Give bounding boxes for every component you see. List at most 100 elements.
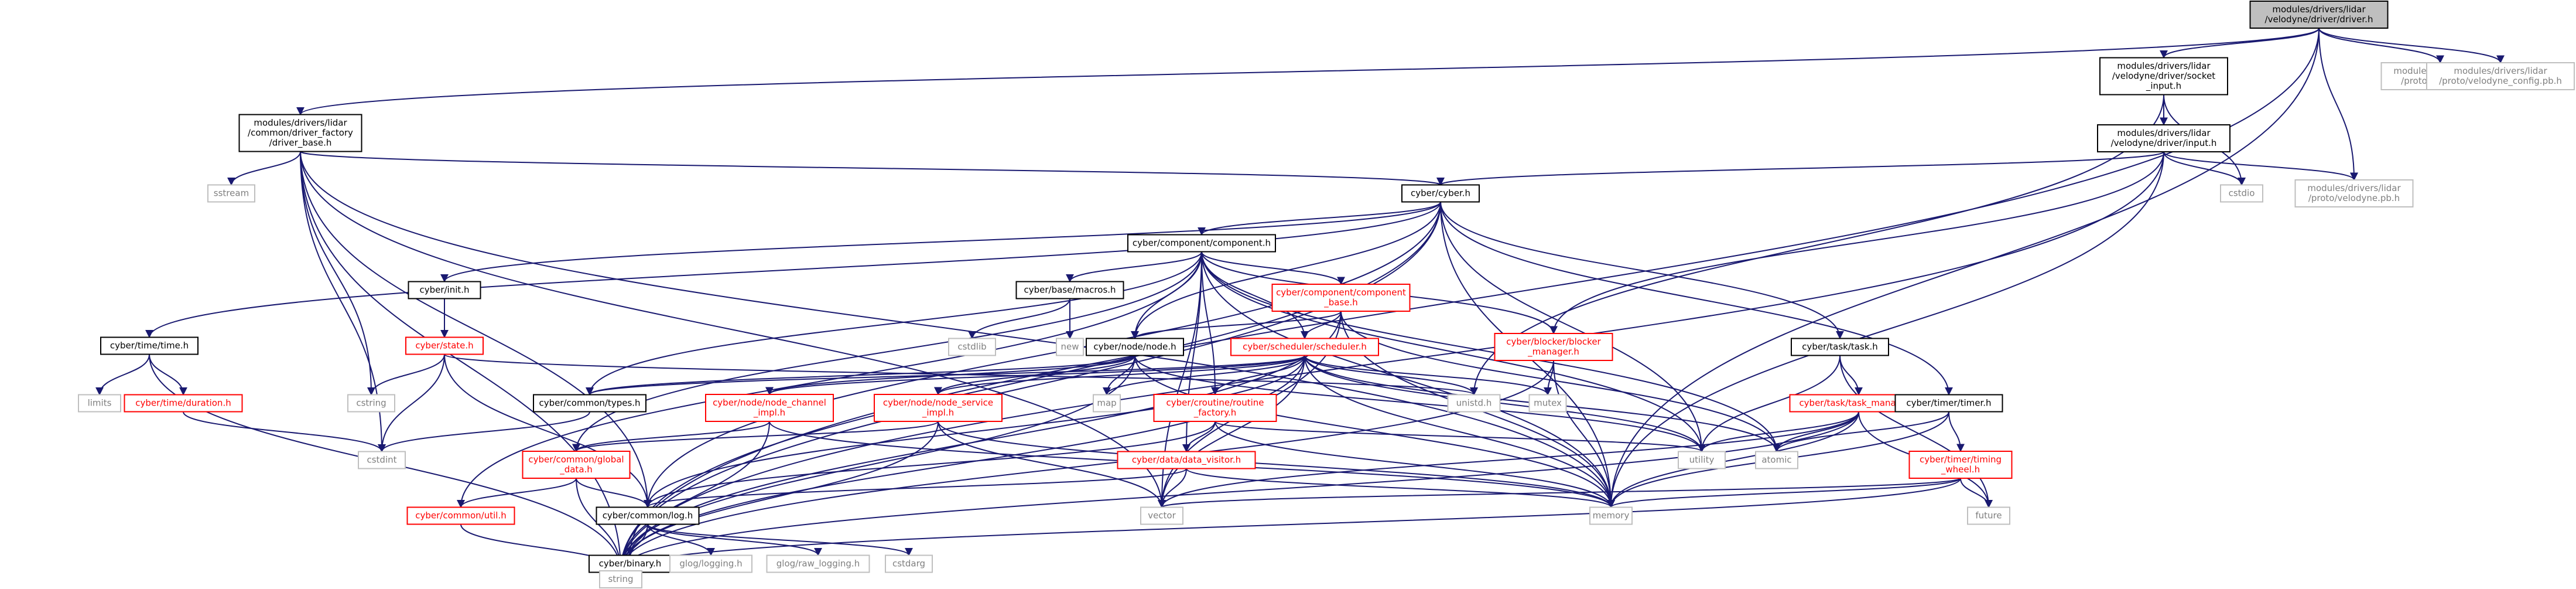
edge-root-to-driverbase [296,28,2320,115]
edge-routine-to-memory [1215,421,1615,508]
node-label-line: cyber/scheduler/scheduler.h [1243,342,1367,352]
node-nodeservice[interactable]: cyber/node/node_service_impl.h [874,394,1003,422]
node-binary[interactable]: cyber/binary.h [589,554,672,573]
edge-component-to-utility [1201,251,1706,452]
node-label: cyber/task/task.h [1802,342,1878,352]
node-root[interactable]: modules/drivers/lidar/velodyne/driver/dr… [2249,1,2389,29]
node-box [1093,394,1121,413]
node-box [78,394,121,413]
node-sstream: sstream [207,184,255,203]
node-utility: utility [1678,451,1726,469]
node-compbase[interactable]: cyber/component/component_base.h [1271,284,1411,312]
node-visitor[interactable]: cyber/data/data_visitor.h [1117,451,1256,469]
node-label-line: cyber/state.h [415,341,473,351]
node-timeh[interactable]: cyber/time/time.h [100,336,199,355]
node-cstdio: cstdio [2220,184,2263,203]
node-box [358,451,406,469]
node-nodechannel[interactable]: cyber/node/node_channel_impl.h [705,394,834,422]
edge-global-to-util [457,478,577,508]
node-nodeh[interactable]: cyber/node/node.h [1086,338,1184,356]
node-box [1230,338,1379,356]
node-label: future [1975,510,2002,521]
node-label: cstring [356,398,386,408]
node-label: modules/drivers/lidar/velodyne/driver/dr… [2265,4,2373,25]
node-label: modules/drivers/lidar/proto/velodyne.pb.… [2307,183,2401,203]
node-input[interactable]: modules/drivers/lidar/velodyne/driver/in… [2097,124,2231,152]
node-box [599,570,642,588]
edge-cyber-to-init [440,202,1441,282]
node-socket[interactable]: modules/drivers/lidar/velodyne/driver/so… [2099,57,2228,96]
node-label: cyber/binary.h [599,559,662,569]
node-macros[interactable]: cyber/base/macros.h [1015,281,1124,299]
node-global[interactable]: cyber/common/global_data.h [522,451,631,479]
node-label-line: cyber/croutine/routine [1166,397,1264,408]
node-box [1127,234,1276,253]
node-label-line: cyber/node/node_service [883,397,993,408]
node-label: cstdlib [957,342,986,352]
edge-component-to-global [572,251,1202,452]
node-label-line: modules/drivers/lidar [2272,4,2366,15]
edge-root-to-configpb [2318,28,2444,64]
node-log[interactable]: cyber/common/log.h [596,506,700,525]
edge-cyber-to-timer [1440,202,1953,396]
edge-log-to-rawlog [647,524,822,556]
node-timer[interactable]: cyber/timer/timer.h [1894,394,2003,413]
edge-input-to-velpb [2163,151,2358,181]
edge-timer-to-atomic [1773,411,1949,452]
edge-timer-to-timing [1948,411,1965,452]
edge-taskmgr-to-memory [1607,411,1859,508]
edge-routine-to-log [644,421,1216,508]
node-label: limits [88,398,112,408]
node-routine[interactable]: cyber/croutine/routine_factory.h [1153,394,1277,422]
node-cyber[interactable]: cyber/cyber.h [1401,184,1480,203]
node-component[interactable]: cyber/component/component.h [1127,234,1276,253]
node-label: cyber/common/log.h [603,510,693,521]
node-box [1894,394,2003,413]
node-label-line: _impl.h [753,407,785,418]
edge-scheduler-to-types [586,355,1305,396]
node-duration[interactable]: cyber/time/duration.h [124,394,243,413]
node-label: cyber/data/data_visitor.h [1132,455,1241,466]
node-util[interactable]: cyber/common/util.h [406,506,515,525]
edge-scheduler-to-mutex [1304,355,1552,396]
node-label-line: utility [1689,455,1715,465]
node-box [669,554,752,573]
edge-cyber-to-component [1198,202,1441,236]
edge-component-to-routine [1201,251,1219,396]
node-label-line: cstdio [2229,188,2255,199]
node-limits: limits [78,394,121,413]
node-types[interactable]: cyber/common/types.h [533,394,646,413]
node-driverbase[interactable]: modules/drivers/lidar/common/driver_fact… [238,114,362,152]
node-label-line: _base.h [1323,297,1358,308]
node-state[interactable]: cyber/state.h [405,336,484,355]
edge-scheduler-to-memory [1304,355,1615,508]
edge-taskmgr-to-string [617,411,1859,572]
node-label-line: cyber/task/task.h [1802,342,1878,352]
node-task[interactable]: cyber/task/task.h [1791,338,1889,356]
node-glog: glog/logging.h [669,554,752,573]
node-timing[interactable]: cyber/timer/timing_wheel.h [1908,451,2013,479]
edge-task-to-taskmgr [1839,355,1863,396]
node-label-line: atomic [1761,455,1791,465]
edge-timing-to-future [1960,478,1993,508]
edge-global-to-log [576,478,652,508]
node-init[interactable]: cyber/init.h [408,281,481,299]
node-label-line: /velodyne/driver/socket [2112,71,2215,81]
edge-nodeservice-to-memory [938,421,1615,508]
node-label: modules/drivers/lidar/velodyne/driver/so… [2112,61,2215,92]
edge-component-to-util [457,251,1202,508]
node-blocker[interactable]: cyber/blocker/blocker_manager.h [1494,333,1613,361]
edge-state-to-log [444,354,652,508]
node-label: cyber/component/component_base.h [1276,287,1406,308]
node-label-line: cyber/blocker/blocker [1506,336,1601,347]
node-label-line: cyber/timer/timer.h [1906,398,1991,408]
node-label: cyber/common/types.h [539,398,640,408]
node-mutex: mutex [1528,394,1567,413]
node-label-line: /proto/velodyne_config.pb.h [2439,76,2562,87]
node-scheduler[interactable]: cyber/scheduler/scheduler.h [1230,338,1379,356]
node-velconfigpb: modules/drivers/lidar/proto/velodyne_con… [2426,62,2575,90]
edge-state-to-cstring [367,354,445,396]
node-box [1140,506,1183,525]
edge-root-to-velconfigpb [2318,28,2505,64]
